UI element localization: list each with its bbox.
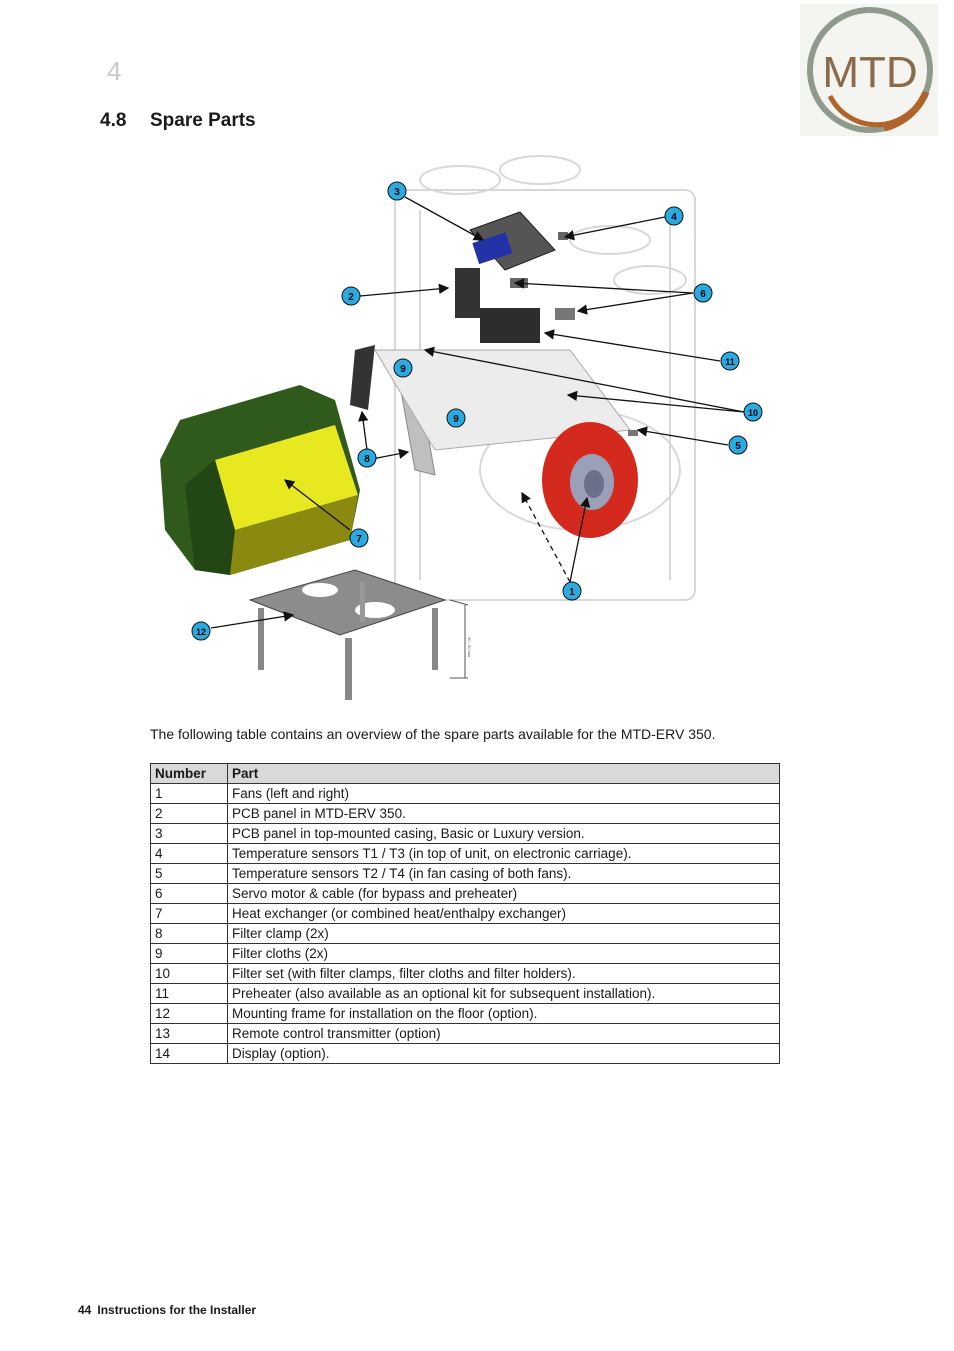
- section-title: Spare Parts: [150, 110, 256, 131]
- part-number: 9: [150, 943, 228, 964]
- filter-parts: [350, 345, 631, 476]
- part-number: 12: [150, 1003, 228, 1024]
- pcb-panel: [455, 268, 480, 318]
- part-description: Filter cloths (2x): [227, 943, 780, 964]
- page-footer: 44 Instructions for the Installer: [78, 1303, 256, 1317]
- svg-text:6: 6: [700, 289, 706, 300]
- page-number: 44: [78, 1303, 92, 1317]
- section-heading: 4.8 Spare Parts: [100, 110, 256, 132]
- callout-12: 12: [191, 621, 211, 641]
- svg-text:9: 9: [400, 364, 406, 375]
- part-number: 11: [150, 983, 228, 1004]
- mounting-frame: 30 - 50 mm: [248, 569, 472, 700]
- svg-text:5: 5: [735, 441, 741, 452]
- part-description: Fans (left and right): [227, 783, 780, 804]
- part-description: Temperature sensors T1 / T3 (in top of u…: [227, 843, 780, 864]
- svg-text:11: 11: [725, 357, 735, 367]
- part-description: Preheater (also available as an optional…: [227, 983, 780, 1004]
- svg-text:3: 3: [394, 187, 400, 198]
- callout-9a: 9: [393, 358, 413, 378]
- part-description: Temperature sensors T2 / T4 (in fan casi…: [227, 863, 780, 884]
- dimension-label: 30 - 50 mm: [467, 637, 472, 658]
- part-description: Remote control transmitter (option): [227, 1023, 780, 1044]
- sensor-t2-t4: [628, 430, 638, 436]
- part-number: 5: [150, 863, 228, 884]
- exploded-view-diagram: 30 - 50 mm 3 4 2 6 9 11 9 10 5 8 7 1 12: [160, 155, 763, 700]
- footer-text: Instructions for the Installer: [97, 1303, 257, 1317]
- part-number: 6: [150, 883, 228, 904]
- heat-exchanger: [160, 385, 360, 575]
- fan-wheel: [542, 422, 638, 538]
- part-description: Filter clamp (2x): [227, 923, 780, 944]
- part-number: 14: [150, 1043, 228, 1064]
- part-description: Servo motor & cable (for bypass and preh…: [227, 883, 780, 904]
- leader-lines: [210, 196, 745, 629]
- part-number: 2: [150, 803, 228, 824]
- part-number: 7: [150, 903, 228, 924]
- table-header-row: Number Part: [150, 763, 780, 784]
- intro-paragraph: The following table contains an overview…: [150, 726, 716, 742]
- part-number: 3: [150, 823, 228, 844]
- chapter-number: 4: [107, 56, 122, 86]
- part-number: 13: [150, 1023, 228, 1044]
- part-description: Display (option).: [227, 1043, 780, 1064]
- part-description: Filter set (with filter clamps, filter c…: [227, 963, 780, 984]
- part-description: Mounting frame for installation on the f…: [227, 1003, 780, 1024]
- svg-text:12: 12: [196, 627, 206, 637]
- column-header-number: Number: [150, 763, 228, 784]
- part-description: PCB panel in top-mounted casing, Basic o…: [227, 823, 780, 844]
- part-description: Heat exchanger (or combined heat/enthalp…: [227, 903, 780, 924]
- callouts: 3 4 2 6 9 11 9 10 5 8 7 1 12: [191, 181, 763, 641]
- column-header-part: Part: [227, 763, 780, 784]
- callout-7: 7: [349, 528, 369, 548]
- svg-text:4: 4: [671, 212, 677, 223]
- callout-11: 11: [720, 351, 740, 371]
- logo-text: MTD: [822, 48, 917, 97]
- part-number: 8: [150, 923, 228, 944]
- part-number: 4: [150, 843, 228, 864]
- electronics-carriage: [455, 211, 575, 343]
- callout-8: 8: [357, 448, 377, 468]
- sensor-t1-t3: [558, 232, 568, 240]
- svg-text:9: 9: [453, 414, 459, 425]
- part-number: 1: [150, 783, 228, 804]
- svg-text:7: 7: [356, 534, 362, 545]
- callout-6: 6: [693, 283, 713, 303]
- callout-3: 3: [387, 181, 407, 201]
- svg-text:1: 1: [569, 587, 575, 598]
- svg-text:10: 10: [748, 408, 758, 418]
- part-number: 10: [150, 963, 228, 984]
- preheater: [480, 308, 540, 343]
- callout-4: 4: [664, 206, 684, 226]
- part-description: PCB panel in MTD-ERV 350.: [227, 803, 780, 824]
- svg-text:2: 2: [348, 292, 354, 303]
- callout-10: 10: [743, 402, 763, 422]
- mtd-logo: MTD: [800, 4, 938, 136]
- callout-9b: 9: [446, 408, 466, 428]
- svg-text:8: 8: [364, 454, 370, 465]
- filter-clamp-left: [350, 345, 375, 410]
- section-number: 4.8: [100, 110, 127, 131]
- callout-2: 2: [341, 286, 361, 306]
- callout-1: 1: [562, 581, 582, 601]
- callout-5: 5: [728, 435, 748, 455]
